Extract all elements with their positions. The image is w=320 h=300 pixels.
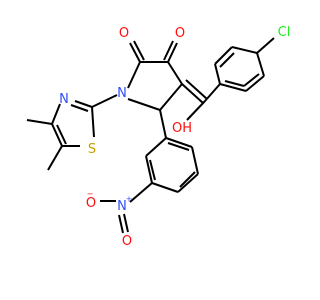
enol-group [181,79,221,121]
bond-ct2-ct3-a [51,123,63,147]
bond-c6-aryl [204,83,221,102]
nitrophenyl-ring [129,109,199,203]
bond-cp4-cp5 [256,52,265,77]
bond-np6-np1 [165,137,193,148]
o2-symbol: O [175,26,185,41]
thiazole-nitrogen: N [59,92,69,107]
carbonyl-bonds [129,40,178,63]
bond-n3-o5-b [118,214,124,234]
cl1-symbol: Cl [278,25,291,40]
molecule-canvas: O O N OH N S Cl N + O − O [26,24,291,249]
bond-np5-np6 [191,146,199,175]
bond-c4-c6-b [185,79,208,100]
o4-symbol: O [86,196,96,211]
bond-c4-c6-a [181,83,204,104]
chlorophenyl-ring [214,37,275,92]
bond-ct1-n2-b [70,104,89,112]
thiazole-sulfur: S [88,142,96,157]
bond-cp4-cl [256,37,275,54]
bond-np3-np4 [151,182,179,193]
thiazole-ring [26,94,118,171]
nitro-oxygen-anion: O [86,196,96,211]
bond-c4-c5 [159,83,183,111]
bond-c2-o1-b [133,40,145,61]
nitro-nitrogen-charge: + [126,195,133,204]
nitro-group [100,200,129,234]
bond-c2-o1-a [129,42,141,63]
bond-n1-ct1 [91,94,118,108]
ring-nitrogen: N [117,86,127,101]
bond-np1-np2 [145,137,167,157]
bond-ct2-ct3-b [56,124,67,145]
bond-cp5-cp6 [245,75,265,92]
bond-c6-o3 [186,100,206,121]
nitro-oxygen-double: O [122,234,132,249]
bond-np2-np3 [145,155,153,184]
bond-n2-ct2 [51,103,61,125]
bond-ct1-n2-a [74,100,93,108]
nitro-oxygen-charge: − [87,190,94,199]
bond-cp2-cp3 [214,46,233,65]
bond-c5-np1 [159,109,167,139]
bond-c3-o2-a [167,42,178,63]
bond-cp-inner-3 [224,80,245,87]
n1-symbol: N [117,86,127,101]
o3-suffix: H [182,121,192,136]
bond-n1-c2 [127,61,141,89]
n2-symbol: N [59,92,69,107]
bond-cp3-cp4 [231,46,258,54]
bond-np-inner-2 [179,171,196,188]
o5-symbol: O [122,234,132,249]
bond-cp6-cp1 [219,83,247,92]
n3-symbol: N [117,199,127,214]
o1-symbol: O [119,26,129,41]
bond-cp-inner-2 [243,73,260,87]
carbonyl-oxygen-1: O [119,26,129,41]
pyrrolidine-ring [127,61,183,111]
bond-c5-n1 [127,98,161,111]
bond-s1-ct1 [91,106,95,138]
bond-ct3-me2 [47,145,63,171]
bond-np4-np5 [177,173,199,193]
bond-c3-c4 [167,61,183,85]
chlorine-atom: Cl [278,25,291,40]
bond-np3-n3 [129,182,153,203]
bond-np-inner-3 [167,142,190,151]
carbonyl-oxygen-2: O [175,26,185,41]
o3-symbol: O [172,121,182,136]
s1-symbol: S [88,142,96,157]
molecule-structure: O O N OH N S Cl N + O − O [26,25,291,249]
bond-np-inner-1 [149,159,156,181]
bond-cp1-cp2 [214,63,221,85]
bond-c3-o2-b [163,40,174,61]
bond-ct2-me1 [26,119,53,125]
nitro-nitrogen: N [117,199,127,214]
hydroxyl-group: OH [172,121,192,136]
bond-cp-inner-1 [219,52,235,68]
bond-n3-o5-a [123,213,129,233]
